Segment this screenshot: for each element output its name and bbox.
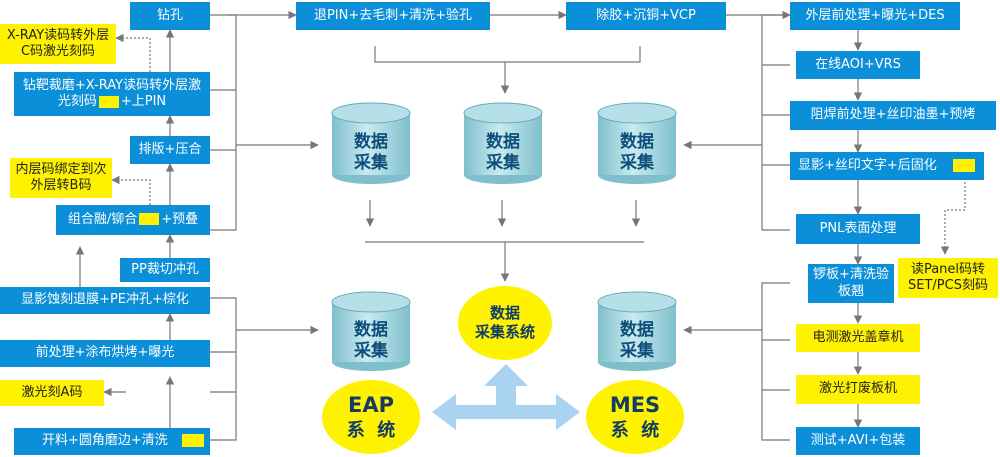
cyl-line2: 采集 bbox=[486, 153, 520, 174]
pnl-surface-label: PNL表面处理 bbox=[819, 220, 897, 236]
final-box: 测试+AVI+包装 bbox=[796, 427, 920, 455]
pp-cut-box: PP裁切冲孔 bbox=[120, 258, 210, 282]
cylinder-label: 数据采集 bbox=[597, 320, 677, 363]
top-step2-label: 除胶+沉铜+VCP bbox=[596, 7, 696, 23]
eap-line1: EAP bbox=[347, 392, 394, 417]
exchange-arrow bbox=[432, 364, 580, 430]
cylinder-label: 数据采集 bbox=[463, 132, 543, 175]
inner-code-note: 内层码绑定到次外层转B码 bbox=[10, 158, 112, 198]
laser-a-note: 激光刻A码 bbox=[0, 380, 104, 406]
top-step1-label: 退PIN+去毛刺+清洗+验孔 bbox=[313, 7, 473, 23]
aoi-box: 在线AOI+VRS bbox=[796, 51, 920, 79]
develop-etch-box: 显影蚀刻退膜+PE冲孔+棕化 bbox=[0, 287, 210, 314]
top-step2-box: 除胶+沉铜+VCP bbox=[566, 2, 726, 30]
panel-note-label: 读Panel码转SET/PCS刻码 bbox=[908, 261, 988, 293]
layup-press-box: 排版+压合 bbox=[130, 136, 210, 164]
laser-a-label: 激光刻A码 bbox=[21, 384, 83, 400]
cyl-line2: 采集 bbox=[354, 341, 388, 362]
yellow-marker bbox=[182, 434, 204, 447]
e-test-label: 电测激光盖章机 bbox=[812, 329, 904, 345]
target-grind-box: 钻靶裁磨+X-RAY读码转外层激光刻码+上PIN bbox=[14, 72, 210, 116]
solder-mask-label: 阻焊前处理+丝印油墨+预烤 bbox=[810, 107, 976, 123]
cylinder-label: 数据采集 bbox=[331, 132, 411, 175]
pretreat-coat-label: 前处理+涂布烘烤+曝光 bbox=[35, 345, 175, 361]
mes-line2: 系 统 bbox=[610, 419, 660, 441]
cyl-line1: 数据 bbox=[486, 132, 520, 152]
aoi-label: 在线AOI+VRS bbox=[815, 56, 901, 72]
system-line2: 采集系统 bbox=[474, 323, 535, 341]
yellow-marker bbox=[139, 213, 160, 226]
cyl-line2: 采集 bbox=[620, 153, 654, 174]
system-line1: 数据 bbox=[489, 303, 520, 322]
fusion-tail: +预叠 bbox=[161, 211, 199, 227]
top-step3-box: 外层前处理+曝光+DES bbox=[790, 2, 960, 30]
xray-note-label: X-RAY读码转外层C码激光刻码 bbox=[6, 27, 110, 59]
cylinder-top-right bbox=[597, 102, 677, 184]
routing-label: 锣板+清洗验板翘 bbox=[813, 267, 889, 299]
cyl-line1: 数据 bbox=[354, 132, 388, 152]
solder-mask-box: 阻焊前处理+丝印油墨+预烤 bbox=[790, 101, 996, 130]
cylinder-label: 数据采集 bbox=[597, 132, 677, 175]
target-grind-tail: +上PIN bbox=[120, 94, 167, 109]
top-step3-label: 外层前处理+曝光+DES bbox=[805, 7, 945, 23]
pretreat-coat-box: 前处理+涂布烘烤+曝光 bbox=[0, 340, 210, 367]
final-label: 测试+AVI+包装 bbox=[810, 432, 906, 448]
cylinder-top-middle bbox=[463, 102, 543, 184]
data-collection-system: 数据采集系统 bbox=[458, 286, 552, 360]
cyl-line1: 数据 bbox=[620, 320, 654, 340]
pp-cut-label: PP裁切冲孔 bbox=[131, 261, 199, 277]
cutting-box: 开料+圆角磨边+清洗 bbox=[14, 428, 210, 455]
cyl-line2: 采集 bbox=[354, 153, 388, 174]
top-step1-box: 退PIN+去毛刺+清洗+验孔 bbox=[296, 2, 490, 30]
layup-press-label: 排版+压合 bbox=[138, 141, 202, 157]
cylinder-top-left bbox=[331, 102, 411, 184]
fusion-label: 组合融/铆合 bbox=[67, 211, 138, 227]
cyl-line1: 数据 bbox=[620, 132, 654, 152]
drilling-label: 钻孔 bbox=[156, 7, 183, 23]
laser-reject-label: 激光打废板机 bbox=[818, 381, 897, 397]
inner-note-label: 内层码绑定到次外层转B码 bbox=[15, 161, 107, 193]
mes-line1: MES bbox=[609, 392, 661, 417]
e-test-box: 电测激光盖章机 bbox=[796, 324, 920, 352]
cyl-line1: 数据 bbox=[354, 320, 388, 340]
laser-reject-box: 激光打废板机 bbox=[796, 375, 920, 404]
yellow-marker bbox=[953, 159, 975, 172]
silkscreen-box: 显影+丝印文字+后固化 bbox=[790, 152, 984, 180]
xray-code-note: X-RAY读码转外层C码激光刻码 bbox=[0, 24, 116, 64]
yellow-marker bbox=[98, 95, 119, 108]
cylinder-bottom-right bbox=[597, 291, 677, 371]
target-grind-label: 钻靶裁磨+X-RAY读码转外层激光刻码 bbox=[22, 77, 202, 109]
drilling-box: 钻孔 bbox=[130, 2, 210, 30]
develop-etch-label: 显影蚀刻退膜+PE冲孔+棕化 bbox=[21, 292, 189, 308]
cyl-line2: 采集 bbox=[620, 341, 654, 362]
panel-code-note: 读Panel码转SET/PCS刻码 bbox=[898, 258, 998, 298]
fusion-box: 组合融/铆合 +预叠 bbox=[56, 205, 210, 235]
silkscreen-label: 显影+丝印文字+后固化 bbox=[798, 157, 937, 173]
eap-line2: 系 统 bbox=[346, 419, 396, 441]
routing-box: 锣板+清洗验板翘 bbox=[808, 264, 894, 303]
cutting-label: 开料+圆角磨边+清洗 bbox=[42, 433, 168, 449]
pnl-surface-box: PNL表面处理 bbox=[796, 214, 920, 244]
cylinder-label: 数据采集 bbox=[331, 320, 411, 363]
cylinder-bottom-left bbox=[331, 291, 411, 371]
